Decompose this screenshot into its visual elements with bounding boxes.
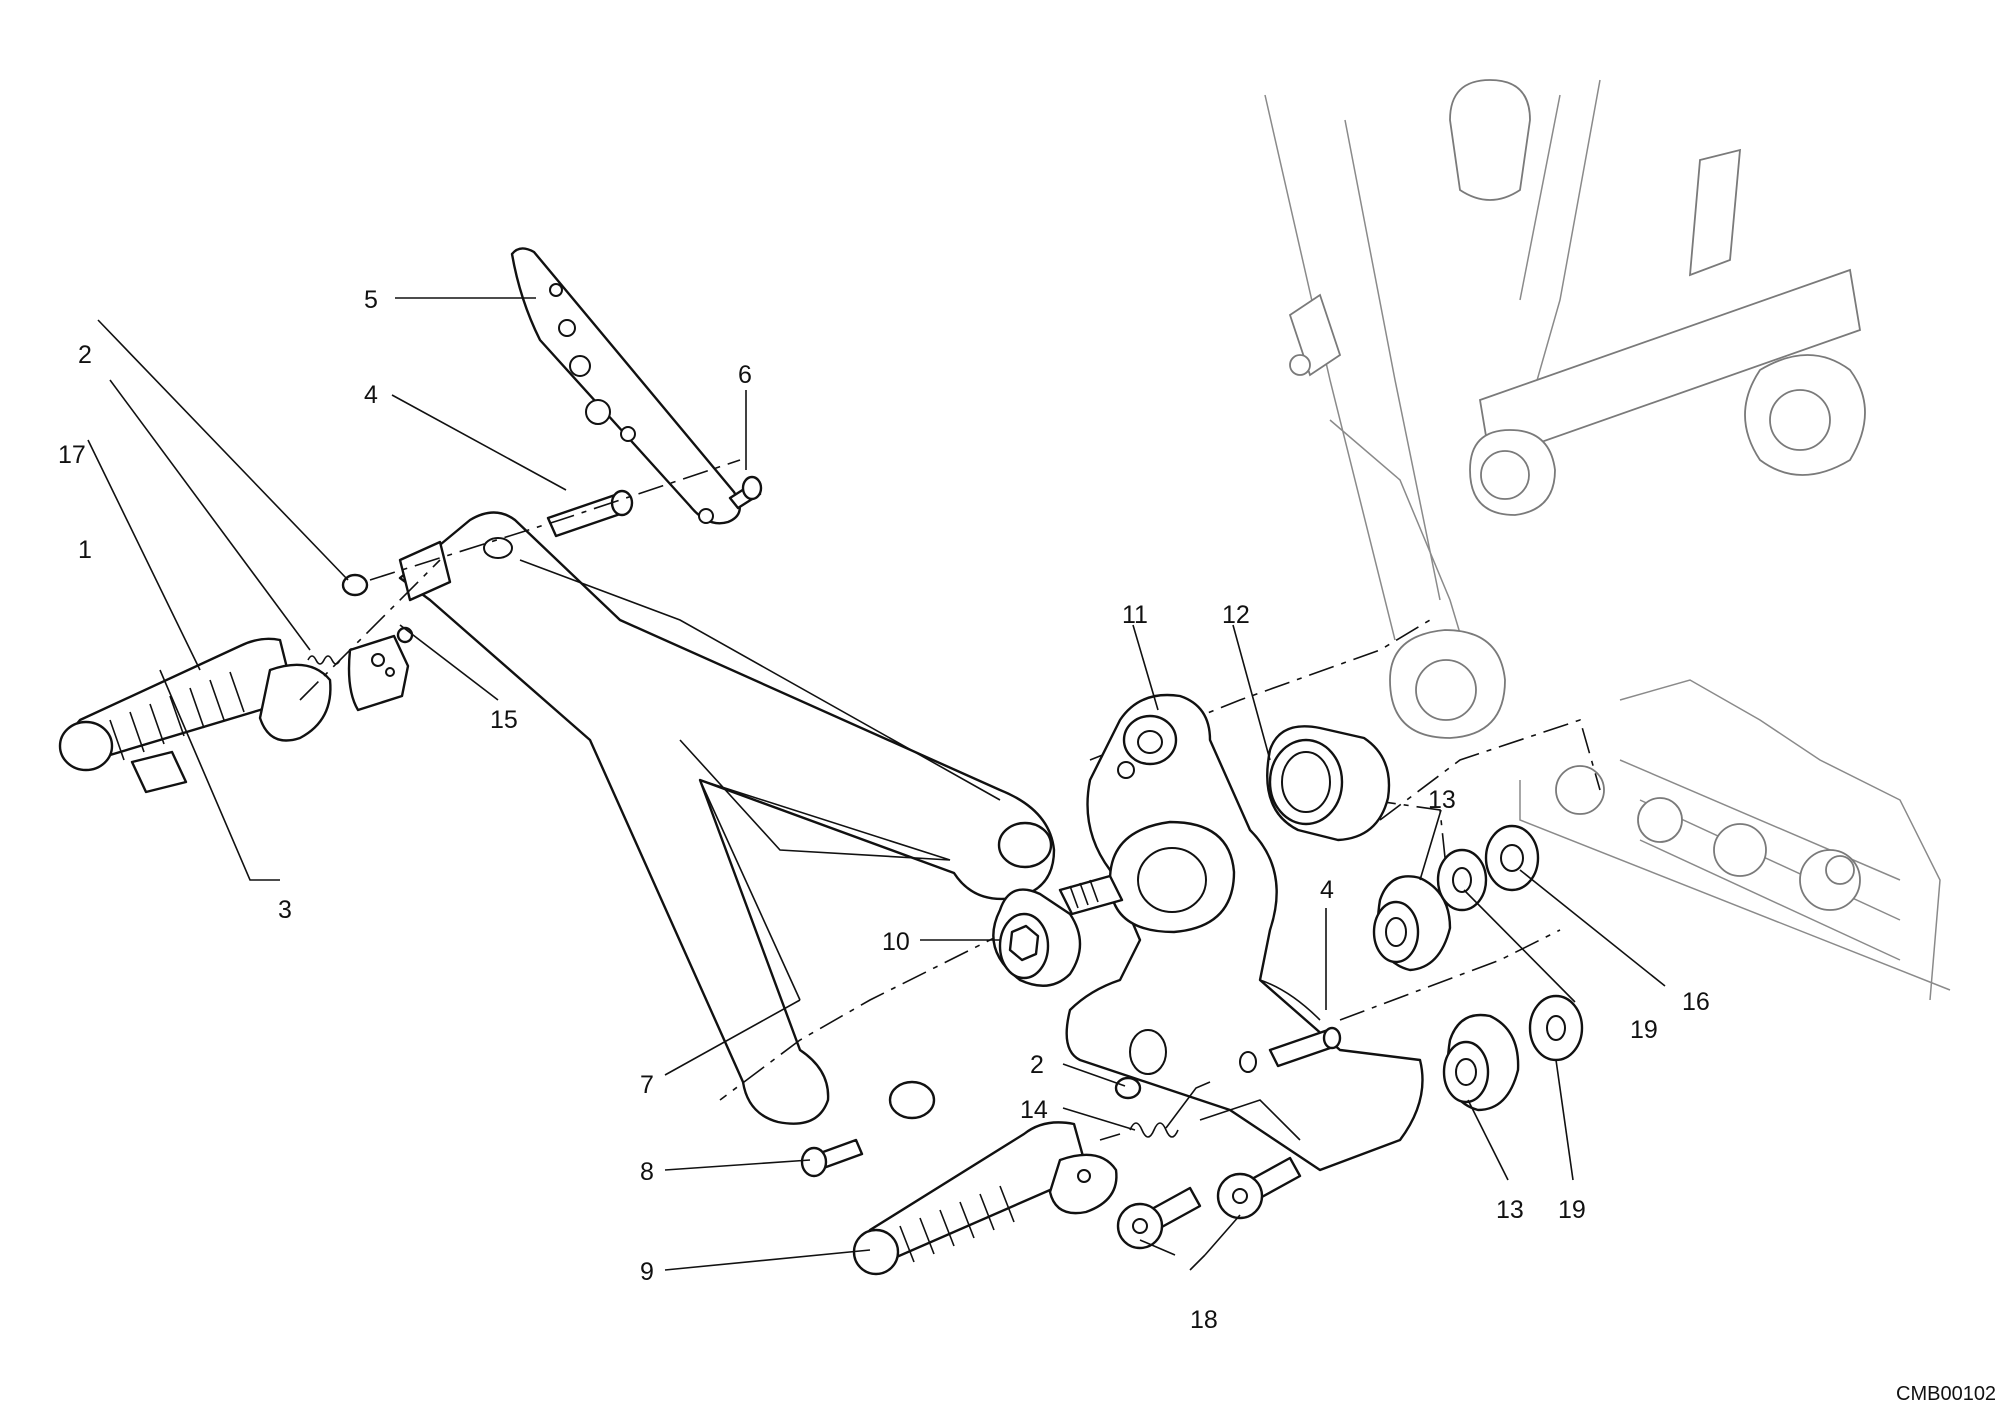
circlip-2-left xyxy=(341,573,369,597)
screw-6 xyxy=(728,475,763,510)
passenger-footpeg xyxy=(852,1121,1118,1276)
washer-16 xyxy=(1484,824,1540,892)
bushing-12 xyxy=(1266,725,1391,842)
shoulder-bolts-18 xyxy=(1116,1156,1302,1250)
footrest-bracket xyxy=(398,511,1056,1125)
spacer-13-upper xyxy=(1372,875,1452,972)
callout-3: 3 xyxy=(278,896,292,924)
pivot-pin-lower xyxy=(1239,1026,1342,1073)
callout-8: 8 xyxy=(640,1158,654,1186)
callout-1: 1 xyxy=(78,536,92,564)
callout-4-upper: 4 xyxy=(364,381,378,409)
callout-12: 12 xyxy=(1222,601,1250,629)
drawing-code: CMB00102 xyxy=(1896,1383,1996,1405)
callout-18: 18 xyxy=(1190,1306,1218,1334)
callout-19-upper: 19 xyxy=(1630,1016,1658,1044)
callout-2-upper: 2 xyxy=(78,341,92,369)
return-spring-14 xyxy=(1099,1081,1211,1141)
callout-17: 17 xyxy=(58,441,86,469)
washer-19-upper xyxy=(1436,848,1488,912)
callout-15: 15 xyxy=(490,706,518,734)
callout-11: 11 xyxy=(1122,601,1148,629)
callout-4-lower: 4 xyxy=(1320,876,1334,904)
flange-bolt-10 xyxy=(992,874,1124,987)
washer-19-lower xyxy=(1528,994,1584,1062)
rider-footpeg xyxy=(58,637,332,794)
callout-14: 14 xyxy=(1020,1096,1048,1124)
leader-lines xyxy=(87,297,1666,1271)
callout-13-lower: 13 xyxy=(1496,1196,1524,1224)
detent-spring-17 xyxy=(307,655,341,665)
callout-19-lower: 19 xyxy=(1558,1196,1586,1224)
spacer-13-lower xyxy=(1442,1013,1520,1112)
callout-9: 9 xyxy=(640,1258,654,1286)
mounting-plate xyxy=(1065,693,1424,1172)
assembly-axis-lines xyxy=(299,459,1601,1101)
screw-8 xyxy=(800,1138,864,1178)
callout-16: 16 xyxy=(1682,988,1710,1016)
callout-6: 6 xyxy=(738,361,752,389)
heel-guard-plate xyxy=(510,247,741,525)
callout-labels: 1 2 2 3 4 4 5 6 7 8 9 10 11 12 13 13 14 … xyxy=(58,286,1710,1334)
callout-5: 5 xyxy=(364,286,378,314)
callout-10: 10 xyxy=(882,928,910,956)
frame-ghost xyxy=(1264,79,1951,1001)
callout-2-lower: 2 xyxy=(1030,1051,1044,1079)
callout-13-upper: 13 xyxy=(1428,786,1456,814)
detent-plate-3 xyxy=(347,634,410,712)
callout-7: 7 xyxy=(640,1071,654,1099)
detent-ball-15 xyxy=(396,626,414,644)
circlip-2-right xyxy=(1114,1076,1142,1100)
pivot-pin-upper xyxy=(546,489,634,538)
